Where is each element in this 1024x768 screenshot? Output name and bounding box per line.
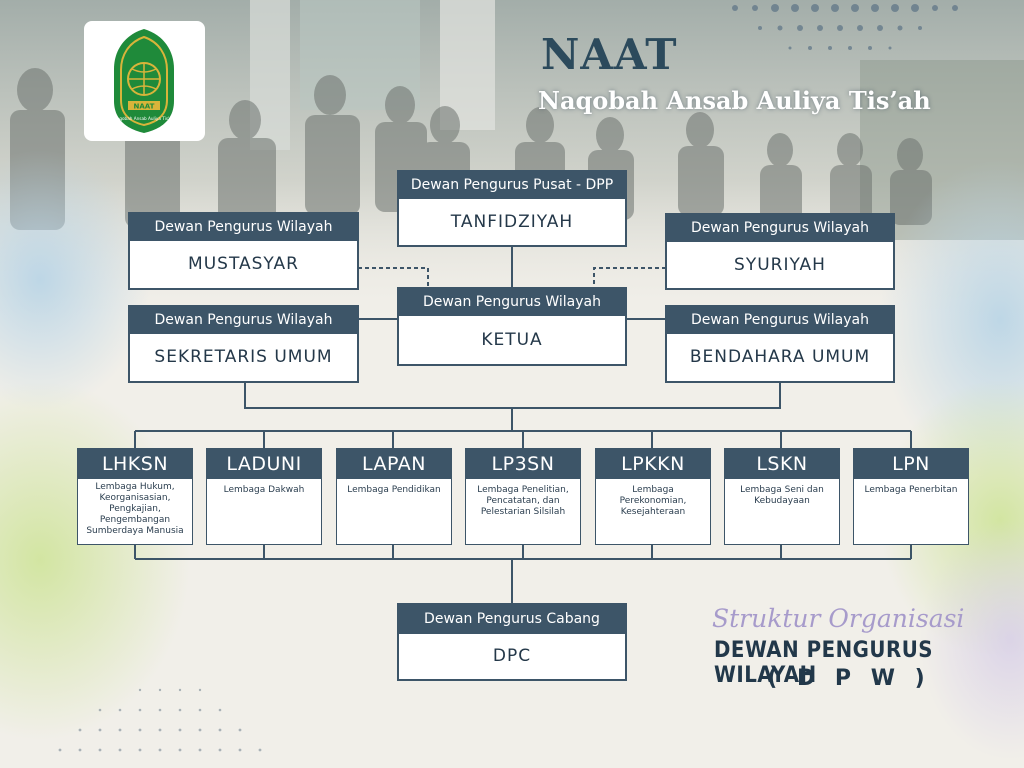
logo: NAAT Naqobah Ansab Auliya Tis'ah	[84, 21, 205, 141]
unit-laduni: LADUNI Lembaga Dakwah	[206, 448, 322, 545]
node-bendahara-head: Dewan Pengurus Wilayah	[667, 307, 893, 334]
node-ketua: Dewan Pengurus Wilayah KETUA	[397, 287, 627, 366]
node-dpc-head: Dewan Pengurus Cabang	[399, 605, 625, 634]
unit-lp3sn-name: LP3SN	[466, 449, 580, 479]
unit-laduni-desc: Lembaga Dakwah	[223, 485, 305, 495]
unit-lpn: LPN Lembaga Penerbitan	[853, 448, 969, 545]
node-sekretaris-head: Dewan Pengurus Wilayah	[130, 307, 357, 334]
footer-abbr: ( D P W )	[767, 666, 931, 691]
unit-lp3sn: LP3SN Lembaga Penelitian, Pencatatan, da…	[465, 448, 581, 545]
unit-lskn: LSKN Lembaga Seni dan Kebudayaan	[724, 448, 840, 545]
unit-lapan-name: LAPAN	[337, 449, 451, 479]
node-syuriyah: Dewan Pengurus Wilayah SYURIYAH	[665, 213, 895, 290]
unit-laduni-name: LADUNI	[207, 449, 321, 479]
node-mustasyar-body: MUSTASYAR	[188, 254, 299, 274]
unit-lpkkn-desc: Lembaga Perekonomian, Kesejahteraan	[619, 485, 687, 517]
node-ketua-body: KETUA	[481, 330, 543, 350]
node-mustasyar: Dewan Pengurus Wilayah MUSTASYAR	[128, 212, 359, 290]
node-sekretaris-umum: Dewan Pengurus Wilayah SEKRETARIS UMUM	[128, 305, 359, 383]
unit-lpkkn-name: LPKKN	[596, 449, 710, 479]
node-mustasyar-head: Dewan Pengurus Wilayah	[130, 214, 357, 241]
node-sekretaris-body: SEKRETARIS UMUM	[154, 347, 333, 367]
footer-script-title: Struktur Organisasi	[712, 604, 965, 633]
unit-lp3sn-desc: Lembaga Penelitian, Pencatatan, dan Pele…	[477, 485, 569, 517]
node-ketua-head: Dewan Pengurus Wilayah	[399, 289, 625, 316]
page-title: NAAT	[541, 30, 678, 79]
node-bendahara-body: BENDAHARA UMUM	[689, 347, 871, 367]
unit-lhksn: LHKSN Lembaga Hukum, Keorganisasian, Pen…	[77, 448, 193, 545]
node-tanfidziyah: Dewan Pengurus Pusat - DPP TANFIDZIYAH	[397, 170, 627, 247]
node-dpc-body: DPC	[492, 646, 532, 666]
logo-emblem-icon: NAAT Naqobah Ansab Auliya Tis'ah	[114, 29, 175, 133]
unit-lhksn-name: LHKSN	[78, 449, 192, 479]
node-tanfidziyah-body: TANFIDZIYAH	[450, 212, 574, 232]
unit-lpn-desc: Lembaga Penerbitan	[864, 485, 958, 495]
unit-lhksn-desc: Lembaga Hukum, Keorganisasian, Pengkajia…	[86, 482, 184, 536]
unit-lapan-desc: Lembaga Pendidikan	[347, 485, 441, 495]
unit-lapan: LAPAN Lembaga Pendidikan	[336, 448, 452, 545]
page-subtitle: Naqobah Ansab Auliya Tis’ah	[538, 86, 931, 115]
node-tanfidziyah-head: Dewan Pengurus Pusat - DPP	[399, 172, 625, 199]
logo-caption: NAAT	[134, 103, 155, 111]
logo-ring-text: Naqobah Ansab Auliya Tis'ah	[114, 116, 175, 121]
unit-lpn-name: LPN	[854, 449, 968, 479]
unit-lskn-name: LSKN	[725, 449, 839, 479]
unit-lpkkn: LPKKN Lembaga Perekonomian, Kesejahteraa…	[595, 448, 711, 545]
footer-title: DEWAN PENGURUS WILAYAH	[714, 638, 934, 688]
node-dpc: Dewan Pengurus Cabang DPC	[397, 603, 627, 681]
node-bendahara-umum: Dewan Pengurus Wilayah BENDAHARA UMUM	[665, 305, 895, 383]
unit-lskn-desc: Lembaga Seni dan Kebudayaan	[740, 485, 824, 506]
node-syuriyah-head: Dewan Pengurus Wilayah	[667, 215, 893, 242]
node-syuriyah-body: SYURIYAH	[734, 255, 826, 275]
